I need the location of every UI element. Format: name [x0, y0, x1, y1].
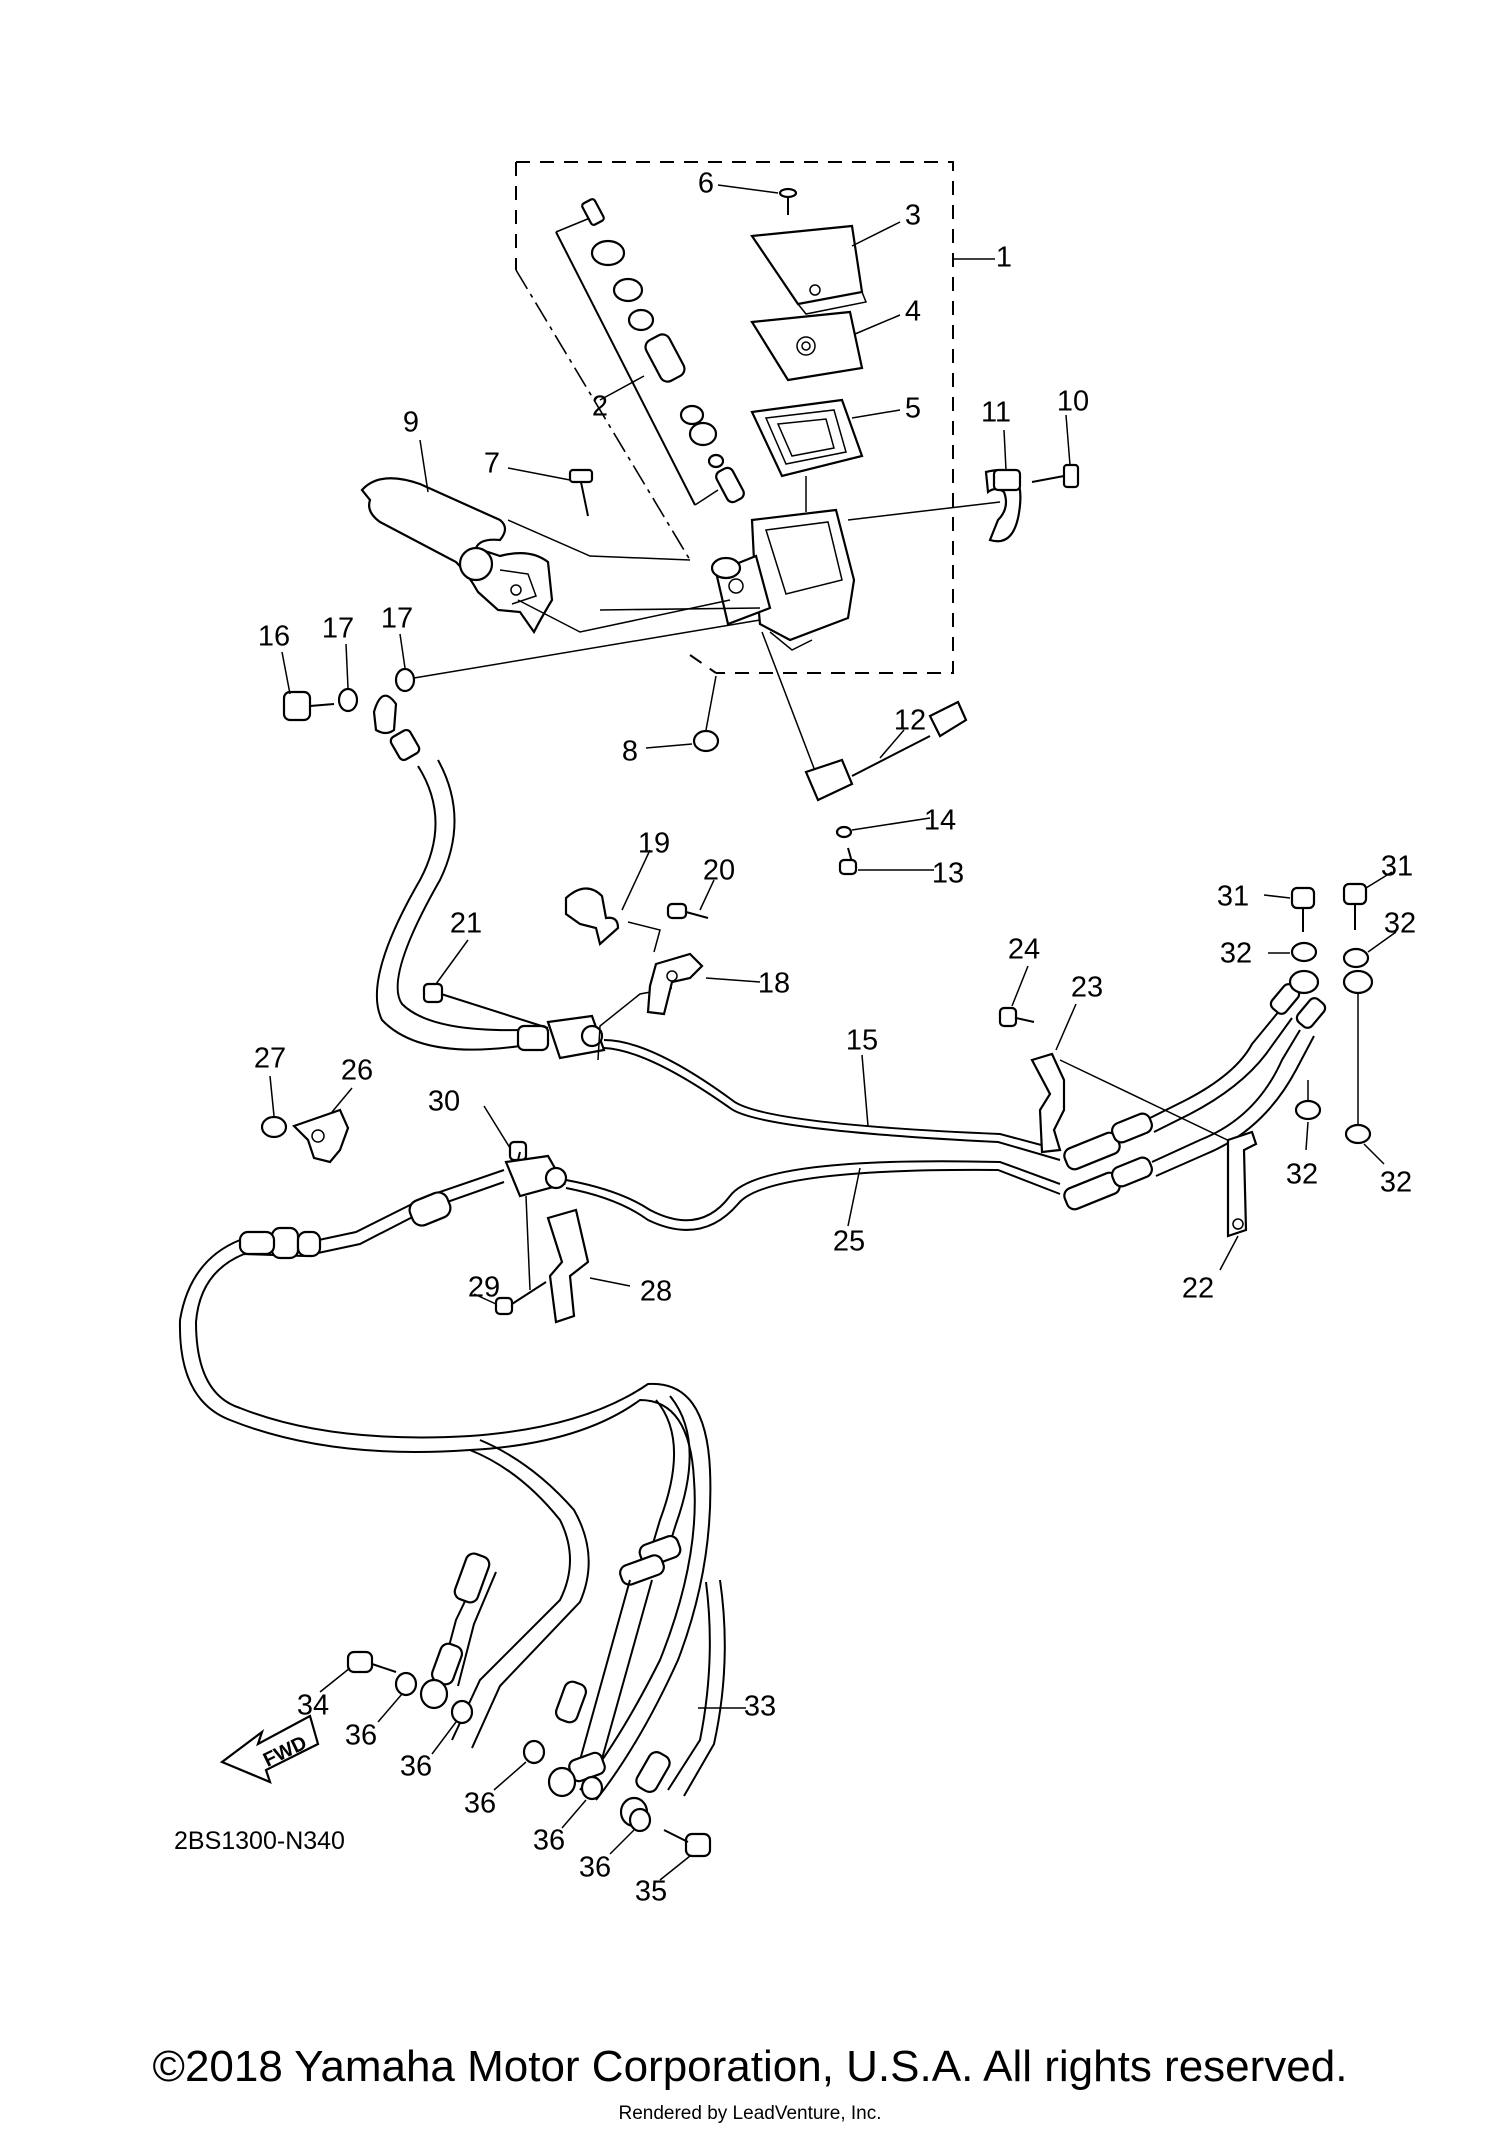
callout-26: 26 [341, 1055, 373, 1087]
upper-brake-hose [372, 694, 550, 1052]
callout-3: 3 [905, 200, 921, 232]
callout-35: 35 [635, 1876, 667, 1908]
callout-16: 16 [258, 621, 290, 653]
callout-4: 4 [905, 296, 921, 328]
union-bolt-upper [281, 619, 761, 722]
assembly-boundary [515, 161, 995, 674]
callout-19: 19 [638, 828, 670, 860]
callout-8: 8 [622, 736, 638, 768]
callout-29: 29 [468, 1272, 500, 1304]
callout-13: 13 [932, 858, 964, 890]
callout-24: 24 [1008, 934, 1040, 966]
right-bracket [998, 965, 1258, 1271]
master-cylinder-holder [984, 414, 1080, 543]
callout-18: 18 [758, 968, 790, 1000]
callout-36: 36 [464, 1788, 496, 1820]
pivot-bolt [507, 467, 594, 517]
callout-7: 7 [484, 448, 500, 480]
lever-link-lines [507, 519, 761, 633]
callout-23: 23 [1071, 972, 1103, 1004]
forward-direction-arrow: FWD [219, 1714, 320, 1784]
left-clamp [260, 1075, 353, 1164]
callout-20: 20 [703, 855, 735, 887]
lower-brake-hose [178, 1169, 712, 1801]
callout-21: 21 [450, 908, 482, 940]
caliper-fittings [319, 1650, 712, 1881]
lever-nut [645, 675, 720, 753]
callout-28: 28 [640, 1276, 672, 1308]
diaphragm-holder [750, 310, 901, 382]
callout-12: 12 [894, 705, 926, 737]
callout-36: 36 [345, 1720, 377, 1752]
callout-25: 25 [833, 1226, 865, 1258]
callout-2: 2 [592, 391, 608, 423]
callout-32: 32 [1220, 938, 1252, 970]
piston-kit [555, 198, 745, 506]
right-hoses [1063, 969, 1374, 1211]
callout-36: 36 [533, 1825, 565, 1857]
callout-1: 1 [996, 242, 1012, 274]
callout-5: 5 [905, 393, 921, 425]
callout-33: 33 [744, 1691, 776, 1723]
brake-lever [360, 439, 554, 635]
callout-9: 9 [403, 407, 419, 439]
callout-36: 36 [579, 1852, 611, 1884]
callout-17: 17 [322, 613, 354, 645]
callout-32: 32 [1384, 908, 1416, 940]
brake-switch [761, 631, 968, 876]
right-union-bolts [1263, 871, 1397, 1165]
callout-34: 34 [297, 1690, 329, 1722]
callout-10: 10 [1057, 386, 1089, 418]
rendered-by-note: Rendered by LeadVenture, Inc. [618, 2103, 882, 2124]
callout-36: 36 [400, 1751, 432, 1783]
master-cylinder-body [710, 501, 1001, 651]
callout-11: 11 [981, 397, 1011, 429]
callout-31: 31 [1217, 881, 1249, 913]
reservoir-cap [717, 184, 901, 315]
callout-31: 31 [1381, 851, 1413, 883]
upper-joint [422, 939, 673, 1061]
caliper-hoses [430, 1395, 746, 1797]
brake-pipes [565, 1039, 1061, 1231]
drawing-code: 2BS1300-N340 [174, 1827, 345, 1855]
callout-27: 27 [254, 1043, 286, 1075]
callout-22: 22 [1182, 1273, 1214, 1305]
copyright-notice: ©2018 Yamaha Motor Corporation, U.S.A. A… [152, 2042, 1348, 2091]
callout-32: 32 [1380, 1167, 1412, 1199]
callout-14: 14 [924, 805, 956, 837]
callout-15: 15 [846, 1025, 878, 1057]
callout-30: 30 [428, 1086, 460, 1118]
callout-6: 6 [698, 168, 714, 200]
callout-32: 32 [1286, 1159, 1318, 1191]
diaphragm [750, 398, 901, 512]
callout-17: 17 [381, 603, 413, 635]
lower-joint [473, 1105, 631, 1324]
hose-bracket [564, 849, 761, 1016]
